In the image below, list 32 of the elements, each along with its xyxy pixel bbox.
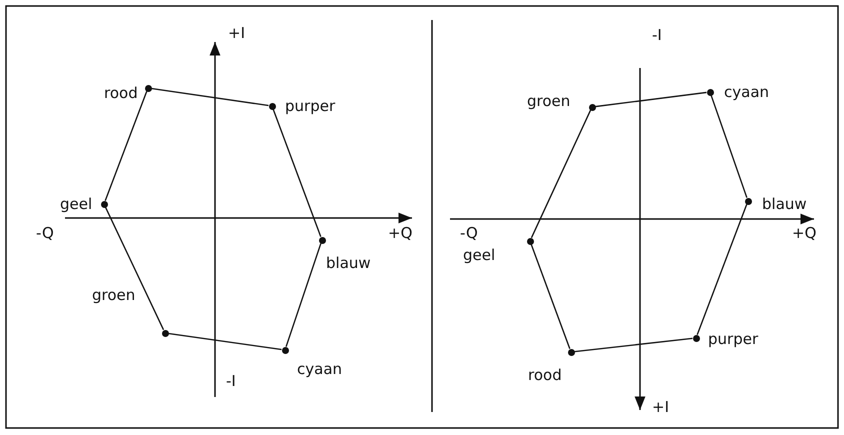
color-label: geel bbox=[60, 195, 92, 213]
hexagon-side bbox=[272, 109, 322, 237]
hexagon-side bbox=[574, 338, 693, 352]
axis-label: +I bbox=[652, 398, 669, 416]
axis-label: -I bbox=[652, 26, 662, 44]
color-label: groen bbox=[527, 92, 570, 110]
color-label: purper bbox=[708, 330, 758, 348]
color-label: rood bbox=[104, 84, 138, 102]
color-label: cyaan bbox=[724, 83, 770, 101]
color-label: blauw bbox=[762, 195, 807, 213]
color-label: rood bbox=[528, 366, 562, 384]
hexagon-side bbox=[595, 92, 707, 108]
axis-label: -I bbox=[226, 372, 236, 390]
hexagon-side bbox=[530, 244, 570, 349]
hexagon-side bbox=[530, 110, 592, 238]
hexagon-side bbox=[710, 95, 748, 198]
axis-label: +I bbox=[228, 24, 245, 42]
color-label: geel bbox=[463, 246, 496, 264]
axis-label: +Q bbox=[388, 224, 412, 242]
axis-label: -Q bbox=[460, 224, 478, 242]
hexagon-side bbox=[104, 91, 148, 201]
color-label: blauw bbox=[326, 254, 371, 272]
color-label: groen bbox=[92, 286, 136, 304]
hexagon-side bbox=[286, 243, 322, 347]
hexagon-side bbox=[168, 332, 282, 350]
hexagon-side bbox=[151, 88, 269, 106]
axis-label: +Q bbox=[792, 224, 816, 242]
color-label: purper bbox=[285, 97, 336, 115]
color-label: cyaan bbox=[297, 360, 342, 378]
hexagon-side bbox=[104, 206, 164, 330]
hexagon-side bbox=[696, 204, 748, 335]
axis-label: -Q bbox=[36, 224, 54, 242]
